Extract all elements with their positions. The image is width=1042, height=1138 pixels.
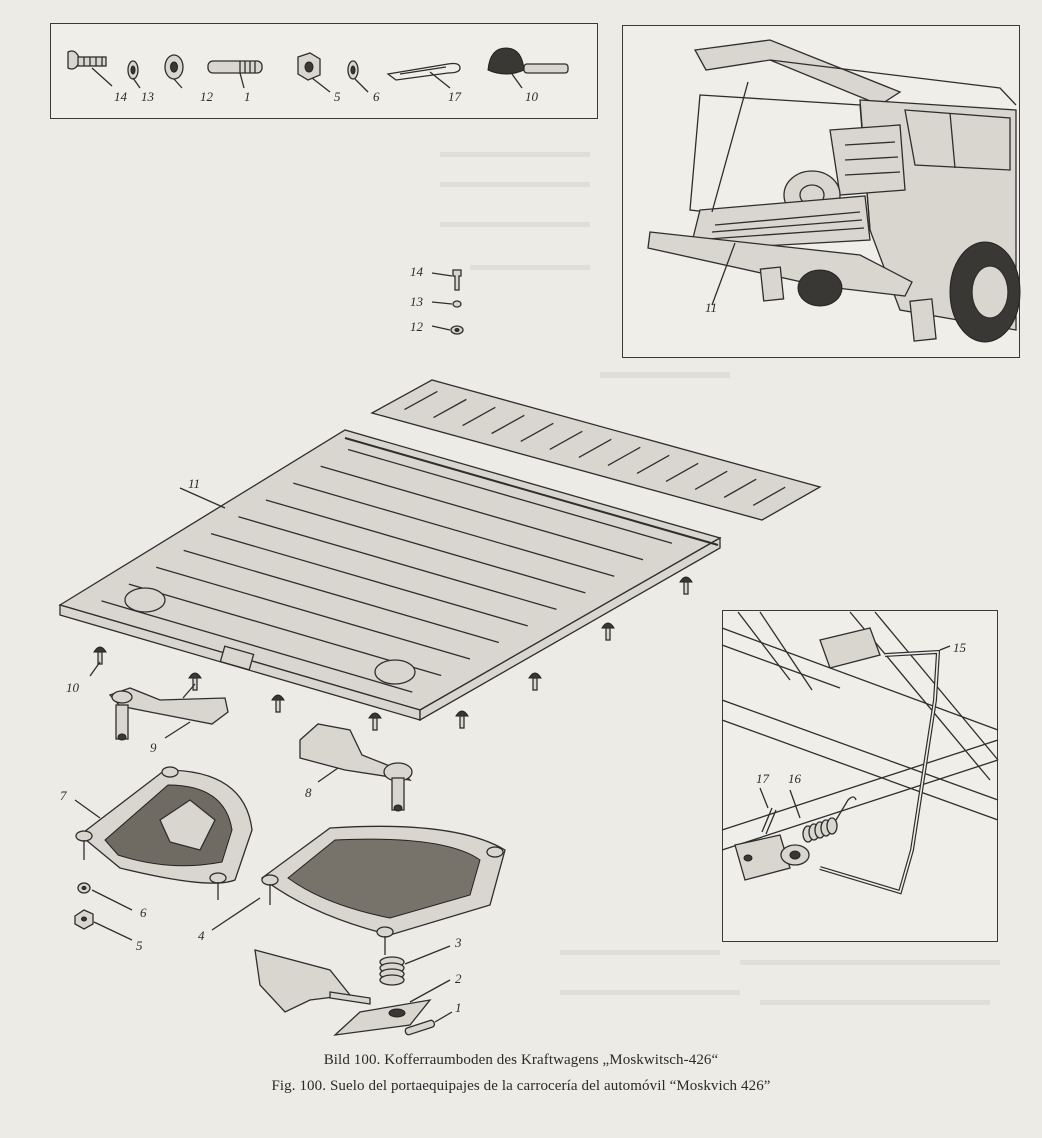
callout-detail-15: 15	[953, 640, 967, 655]
callout-well-5: 5	[136, 938, 143, 953]
callout-top-14: 14	[114, 89, 128, 104]
rubber-buffer-icon	[528, 672, 542, 679]
rubber-buffer-stem	[97, 651, 103, 665]
strip-slot	[607, 446, 641, 467]
callout-bracket-8: 8	[305, 785, 312, 800]
hardware-stack	[431, 269, 464, 335]
spring-washer-13-icon	[127, 60, 139, 80]
strip-slot	[462, 406, 496, 427]
pin-1-icon	[207, 60, 263, 74]
rubber-buffers	[93, 576, 693, 731]
floor-rib	[320, 465, 644, 561]
rubber-buffer-icon	[188, 672, 202, 679]
strip-slot	[636, 454, 670, 474]
wheel-well-7-icon	[75, 766, 253, 900]
floor-rib	[156, 566, 471, 660]
callout-top-1: 1	[244, 89, 251, 104]
strip-slot	[694, 470, 728, 490]
washer-nut-6-5	[74, 882, 133, 941]
strip-slot	[404, 390, 438, 411]
strip-slot	[578, 438, 612, 459]
floor-rib	[183, 549, 500, 644]
callout-top-17: 17	[448, 89, 462, 104]
callout-detail-16: 16	[788, 771, 802, 786]
rubber-buffer-icon	[679, 576, 693, 583]
trunk-floor-panel	[58, 429, 722, 722]
caption-spanish: Fig. 100. Suelo del portaequipajes de la…	[271, 1078, 771, 1094]
floor-rib	[210, 532, 528, 627]
bracket-8-icon	[299, 723, 413, 812]
bracket-9-icon	[108, 683, 229, 741]
rubber-buffer-icon	[271, 694, 285, 701]
spring-16-icon	[802, 796, 857, 843]
callout-stack-13: 13	[410, 294, 424, 309]
background-bleed-through	[440, 152, 1000, 1005]
floor-rib	[293, 482, 615, 577]
callout-car-11: 11	[705, 300, 717, 315]
floor-rib	[347, 448, 673, 544]
hinge-detail-inset-panel	[722, 610, 998, 942]
rubber-buffer-stem	[683, 581, 689, 595]
floor-ribs	[101, 448, 673, 693]
strip-slot	[723, 478, 757, 498]
callout-detail-17: 17	[756, 771, 770, 786]
nut-5-icon	[297, 52, 321, 81]
callout-stack-12: 12	[410, 319, 424, 334]
callout-well-4: 4	[198, 928, 205, 943]
rubber-buffer-icon	[455, 710, 469, 717]
callout-top-12: 12	[200, 89, 214, 104]
wheel-well-4-icon	[260, 825, 506, 955]
floor-rib	[238, 516, 557, 611]
floor-rib	[101, 600, 413, 693]
callout-hinge-1: 1	[455, 1000, 462, 1015]
rubber-buffer-stem	[372, 717, 378, 731]
floor-rib	[265, 499, 586, 594]
caption-german: Bild 100. Kofferraumboden des Kraftwagen…	[323, 1052, 719, 1068]
lock-washer-6-icon	[347, 60, 359, 80]
rear-slotted-strip	[370, 379, 822, 521]
strip-slot	[549, 430, 583, 451]
strip-slot	[665, 462, 699, 482]
rubber-buffer-icon	[601, 622, 615, 629]
callout-well-6: 6	[140, 905, 147, 920]
car-rear-drawing	[647, 39, 1021, 343]
spring-3-icon	[379, 956, 405, 986]
top-strip-parts	[67, 47, 569, 93]
callout-stack-14: 14	[410, 264, 424, 279]
strip-slot	[433, 398, 467, 419]
hinge-detail-drawing	[721, 611, 999, 895]
washer-12-icon	[164, 54, 184, 80]
strip-slot	[491, 414, 525, 435]
callout-top-6: 6	[373, 89, 380, 104]
strip-slots	[404, 390, 786, 506]
callout-buffer-10: 10	[66, 680, 80, 695]
callout-top-5: 5	[334, 89, 341, 104]
callout-hinge-3: 3	[454, 935, 462, 950]
rubber-buffer-icon	[93, 646, 107, 653]
rubber-buffer-stem	[532, 677, 538, 691]
rubber-buffer-stem	[459, 715, 465, 729]
rubber-buffer-stem	[275, 699, 281, 713]
strip-slot	[752, 486, 786, 506]
callout-hinge-2: 2	[455, 971, 462, 986]
callout-top-13: 13	[141, 89, 155, 104]
strip-slot	[520, 422, 554, 443]
callout-bracket-9: 9	[150, 740, 157, 755]
rubber-buffer-10-icon	[487, 47, 569, 75]
rubber-buffer-stem	[605, 627, 611, 641]
rubber-buffer-icon	[368, 712, 382, 719]
top-strip-callouts: 14 13 12 1 5 6 17 10	[114, 89, 539, 104]
cotter-pin-17-icon	[386, 62, 461, 81]
bolt-14-icon	[67, 50, 107, 70]
hinge-parts	[254, 945, 453, 1036]
callout-top-10: 10	[525, 89, 539, 104]
callout-floor-11: 11	[188, 476, 200, 491]
callout-well-7: 7	[60, 788, 67, 803]
